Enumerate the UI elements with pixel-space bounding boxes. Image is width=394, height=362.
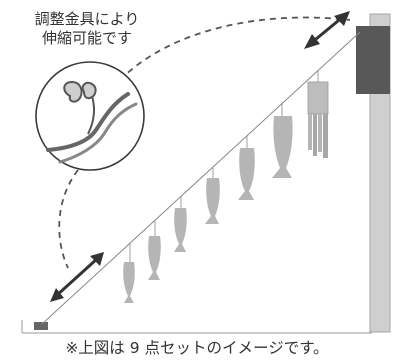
caption-note: ※上図は 9 点セットのイメージです。 [65,339,329,357]
callout-line-2: 伸縮可能です [41,29,132,47]
double-arrow-icon [50,252,104,302]
carp-streamer-icon [174,208,187,252]
pole-top-block [356,26,390,94]
callout-text: 調整金具により 伸縮可能です [22,10,152,48]
carp-streamer-icon [205,178,220,224]
magnifier-circle-icon [35,61,145,171]
carp-streamer-icon [272,116,293,178]
dashed-curve-bottom [58,169,79,269]
hangers [129,70,319,262]
dashed-curve-top [119,16,351,81]
callout-line-1: 調整金具により [34,10,140,28]
fukinagashi-streamer-icon [307,81,329,158]
carp-streamer-icon [148,236,161,280]
double-arrow-icon [304,11,350,49]
anchor-block [34,322,48,330]
carp-streamer-icon [238,148,255,200]
carp-streamer-icon [123,262,135,303]
main-rope [41,31,361,325]
